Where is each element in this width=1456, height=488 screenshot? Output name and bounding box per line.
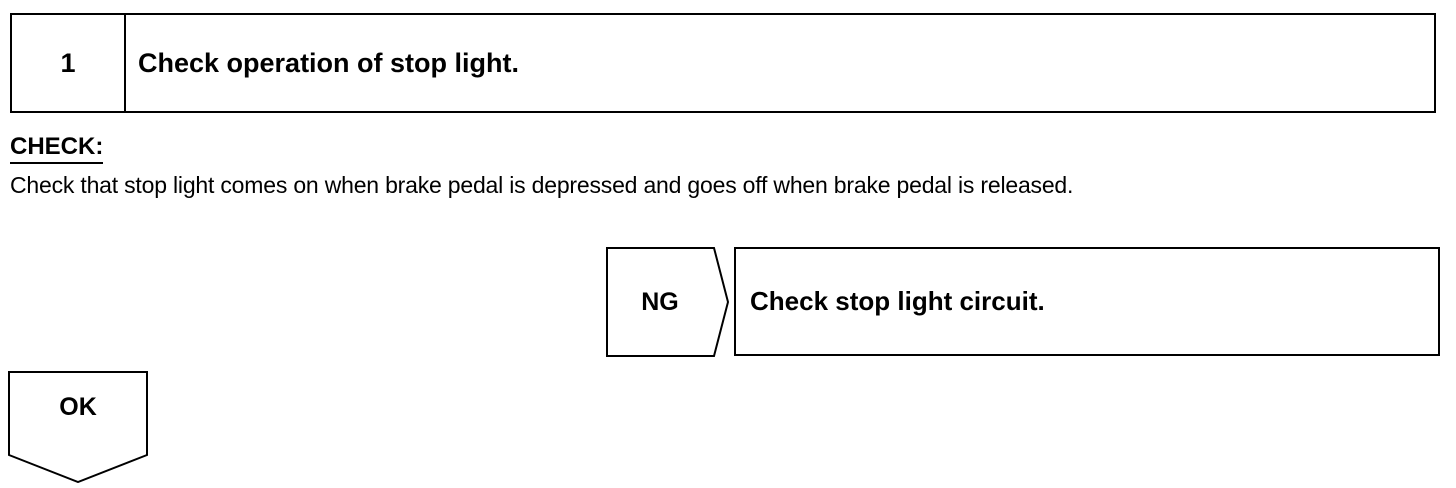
check-instruction: Check that stop light comes on when brak… — [10, 172, 1074, 198]
ng-label: NG — [641, 287, 679, 316]
ok-arrow-shape — [8, 371, 148, 483]
step-box: 1 Check operation of stop light. — [10, 13, 1436, 113]
check-heading: CHECK: — [10, 132, 104, 164]
ok-label: OK — [59, 393, 97, 421]
step-number: 1 — [12, 15, 126, 111]
ng-result-box: Check stop light circuit. — [734, 247, 1440, 356]
ng-result-text: Check stop light circuit. — [750, 286, 1045, 316]
step-title: Check operation of stop light. — [138, 47, 520, 78]
ng-arrow-shape — [606, 247, 730, 357]
